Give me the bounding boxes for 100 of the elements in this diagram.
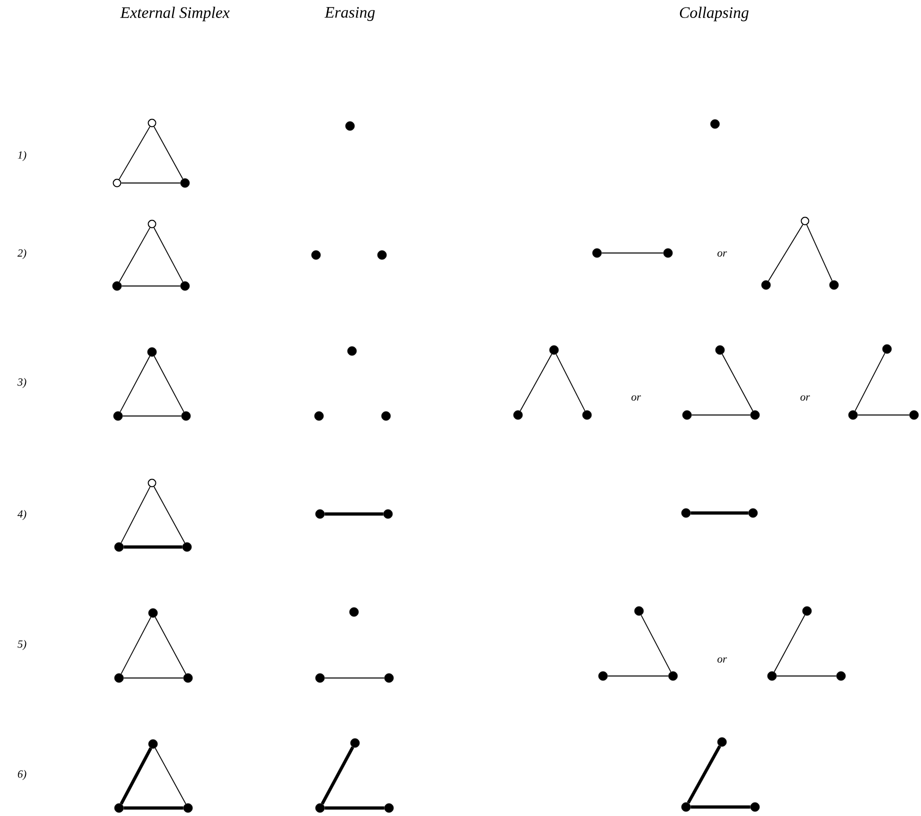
filled-vertex (315, 509, 325, 519)
edge-line (154, 616, 186, 674)
filled-vertex (183, 803, 193, 813)
filled-vertex (181, 411, 191, 421)
edge-line (320, 746, 354, 805)
filled-vertex (681, 508, 691, 518)
or-word: or (717, 251, 727, 257)
row-number: 1) (18, 151, 26, 161)
filled-vertex (180, 281, 190, 291)
filled-vertex (347, 346, 357, 356)
filled-vertex (180, 178, 190, 188)
or-word: or (717, 657, 727, 663)
open-vertex (148, 478, 156, 488)
row-number: 2) (17, 249, 26, 259)
edge-line (806, 224, 833, 282)
filled-vertex (668, 671, 678, 681)
filled-vertex (114, 803, 124, 813)
filled-vertex (314, 411, 324, 421)
filled-vertex (345, 121, 355, 131)
edge-line (324, 806, 384, 810)
filled-vertex (113, 411, 123, 421)
edge-line (120, 486, 150, 544)
edge-line (774, 614, 806, 672)
filled-vertex (315, 673, 325, 683)
filled-vertex (349, 607, 359, 617)
filled-vertex (598, 671, 608, 681)
filled-vertex (147, 347, 157, 357)
filled-vertex (311, 250, 321, 260)
edge-line (768, 224, 804, 282)
filled-vertex (513, 410, 523, 420)
filled-vertex (381, 411, 391, 421)
filled-vertex (802, 606, 812, 616)
edge-line (154, 748, 186, 804)
filled-vertex (715, 345, 725, 355)
filled-vertex (182, 542, 192, 552)
edge-line (120, 747, 152, 805)
filled-vertex (384, 803, 394, 813)
open-vertex (148, 220, 156, 228)
row-number: 5) (18, 640, 26, 650)
open-vertex (800, 216, 810, 226)
edge-line (324, 512, 384, 516)
filled-vertex (148, 739, 158, 749)
filled-vertex (663, 248, 673, 258)
edge-line (640, 614, 672, 672)
edge-line (120, 182, 181, 184)
edge-line (118, 126, 150, 180)
edge-line (601, 252, 664, 254)
filled-vertex (112, 281, 122, 291)
filled-vertex (681, 802, 691, 812)
edge-line (691, 414, 751, 416)
filled-vertex (750, 410, 760, 420)
edge-line (154, 356, 184, 412)
filled-vertex (717, 737, 727, 747)
filled-vertex (767, 671, 777, 681)
or-word: or (800, 395, 810, 401)
edge-line (690, 805, 750, 809)
filled-vertex (114, 673, 124, 683)
filled-vertex (183, 673, 193, 683)
filled-vertex (909, 410, 919, 420)
edge-line (686, 745, 722, 804)
edge-line (124, 806, 184, 810)
filled-vertex (549, 345, 559, 355)
filled-vertex (148, 608, 158, 618)
edge-line (154, 486, 186, 544)
edge-line (520, 354, 552, 412)
column-header: Erasing (324, 7, 375, 21)
filled-vertex (882, 344, 892, 354)
edge-line (124, 545, 182, 549)
filled-vertex (836, 671, 846, 681)
filled-vertex (377, 250, 387, 260)
filled-vertex (848, 410, 858, 420)
filled-vertex (592, 248, 602, 258)
row-number: 6) (18, 770, 26, 780)
edge-line (118, 227, 150, 282)
filled-vertex (384, 673, 394, 683)
edge-line (556, 354, 586, 412)
filled-vertex (750, 802, 760, 812)
filled-vertex (682, 410, 692, 420)
filled-vertex (829, 280, 839, 290)
filled-vertex (748, 508, 758, 518)
row-number: 4) (17, 510, 26, 520)
filled-vertex (350, 738, 360, 748)
filled-vertex (761, 280, 771, 290)
filled-vertex (634, 606, 644, 616)
edge-line (854, 352, 886, 412)
filled-vertex (114, 542, 124, 552)
column-header: Collapsing (680, 6, 749, 22)
column-header: External Simplex (120, 6, 230, 22)
filled-vertex (383, 509, 393, 519)
edge-line (722, 354, 754, 412)
edge-line (857, 414, 910, 416)
filled-vertex (315, 803, 325, 813)
open-vertex (112, 178, 122, 188)
filled-vertex (582, 410, 592, 420)
edge-line (154, 227, 184, 282)
edge-line (154, 126, 184, 180)
row-number: 3) (17, 378, 26, 388)
edge-line (120, 616, 152, 674)
or-word: or (631, 395, 641, 401)
open-vertex (148, 118, 156, 128)
